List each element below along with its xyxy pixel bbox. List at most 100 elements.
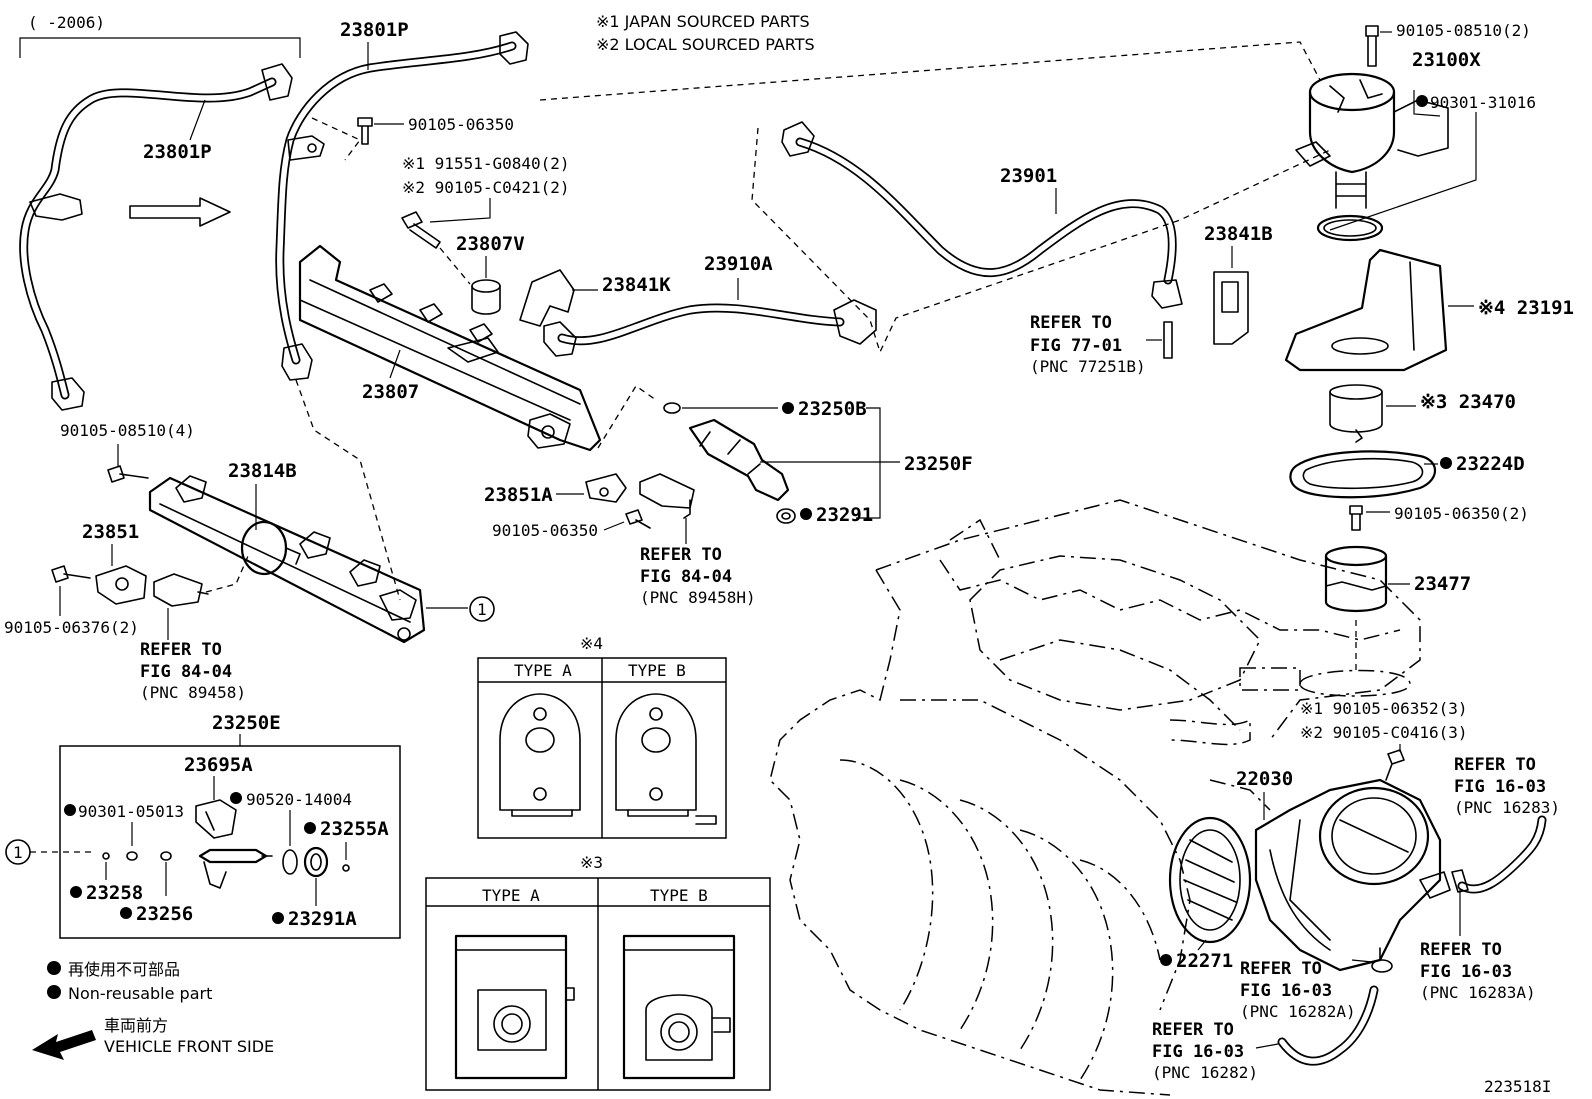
label-23851: 23851 <box>82 521 139 543</box>
bolt-91551-icon <box>401 211 441 249</box>
label-90105-06350-b: 90105-06350 <box>492 521 598 540</box>
leader-91551 <box>429 198 491 223</box>
clip-23695A <box>195 799 237 839</box>
o-ring-icon <box>1316 214 1384 242</box>
gasket-23224D <box>1289 450 1437 499</box>
leader-90105-06350-b <box>603 521 625 531</box>
period-label: ( -2006) <box>28 13 105 32</box>
hose-23910A <box>543 299 877 357</box>
lifter-typeB <box>622 934 736 1080</box>
dash-injector <box>597 385 657 449</box>
ref-77-01-line3: (PNC 77251B) <box>1030 357 1146 376</box>
label-23255A: 23255A <box>320 818 389 840</box>
label-23910A: 23910A <box>704 253 773 275</box>
ref-16-03-c-line3: (PNC 16282A) <box>1240 1002 1356 1021</box>
clamp-23841K <box>519 269 575 327</box>
illustration-id: 223518I <box>1484 1077 1551 1096</box>
fuel-pump-23100X <box>1295 72 1449 209</box>
label-90301-31016: 90301-31016 <box>1430 93 1536 112</box>
note-japan-sourced: ※1 JAPAN SOURCED PARTS <box>596 12 810 31</box>
label-90105-06350-a: 90105-06350 <box>408 115 514 134</box>
label-90520-14004: 90520-14004 <box>246 790 352 809</box>
bolt-08510-4-icon <box>107 465 149 483</box>
oring-23250B <box>663 402 681 414</box>
hose-clamp-icon <box>1371 947 1393 973</box>
label-23470: ※3 23470 <box>1420 391 1516 413</box>
bolt-throttle-icon <box>1385 749 1405 781</box>
label-22271: 22271 <box>1176 950 1233 972</box>
label-90105-06350-2: 90105-06350(2) <box>1394 504 1529 523</box>
type3-typeB: TYPE B <box>650 886 708 905</box>
bolt-06376-icon <box>51 565 91 583</box>
ref-16-03-d-line3: (PNC 16282) <box>1152 1063 1258 1082</box>
fuel-pipe-new <box>275 31 529 381</box>
legend-nonreusable-jp: 再使用不可部品 <box>68 960 180 979</box>
label-90105-08510-2: 90105-08510(2) <box>1396 21 1531 40</box>
dash-pipe-to-pump <box>539 41 1321 101</box>
fuel-rail-23814B <box>148 475 426 644</box>
housing-23477 <box>1324 545 1388 613</box>
bracket-23191 <box>1284 248 1448 372</box>
label-23291A: 23291A <box>288 908 357 930</box>
nonreusable-dot <box>64 804 76 816</box>
label-90105-06352: ※1 90105-06352(3) <box>1300 699 1468 718</box>
label-91551-G0840: ※1 91551-G0840(2) <box>402 154 570 173</box>
bolt-icon <box>357 117 373 145</box>
label-23250B: 23250B <box>798 398 867 420</box>
leader-90301-31016 <box>1329 90 1477 231</box>
ref-16-03-a-line2: FIG 16-03 <box>1454 777 1546 797</box>
bolt-pump-icon <box>1365 25 1379 67</box>
nonreusable-dot <box>782 402 794 414</box>
label-23191: ※4 23191 <box>1478 297 1574 319</box>
label-90105-C0421: ※2 90105-C0421(2) <box>402 178 570 197</box>
leader-23801P-old <box>189 99 206 141</box>
arrow-right-icon <box>129 197 231 227</box>
label-90105-C0416: ※2 90105-C0416(3) <box>1300 723 1468 742</box>
type4-typeA: TYPE A <box>514 661 572 680</box>
dash-sensor-old <box>205 555 249 593</box>
legend-front-jp: 車両前方 <box>104 1016 168 1035</box>
ref-16-03-a-line1: REFER TO <box>1454 755 1536 775</box>
sensor-old-icon <box>153 573 209 607</box>
nonreusable-dot <box>1160 954 1172 966</box>
label-23258: 23258 <box>86 882 143 904</box>
hose-16282 <box>1277 985 1379 1066</box>
leader-22271 <box>1197 939 1207 951</box>
nonreusable-dot <box>120 907 132 919</box>
dash-rail <box>295 379 401 601</box>
ref-16-03-c-line2: FIG 16-03 <box>1240 981 1332 1001</box>
label-23250F: 23250F <box>904 453 973 475</box>
ref-16-03-a-line3: (PNC 16283) <box>1454 798 1560 817</box>
ref-84-04-a-line2: FIG 84-04 <box>640 567 732 587</box>
injector-23250F <box>688 418 790 502</box>
ref-84-04-b-line2: FIG 84-04 <box>140 662 232 682</box>
label-23100X: 23100X <box>1412 49 1481 71</box>
label-23695A: 23695A <box>184 754 253 776</box>
period-bracket: ( -2006) <box>19 13 301 58</box>
clamp-23841B <box>1213 271 1249 345</box>
sensor-icon <box>639 473 695 519</box>
bolt-06350-b-icon <box>625 509 651 529</box>
ref-84-04-b-line1: REFER TO <box>140 640 222 660</box>
engine-outline <box>769 499 1421 1096</box>
nonreusable-dot <box>230 792 242 804</box>
label-23807: 23807 <box>362 381 419 403</box>
label-23801P-new: 23801P <box>340 19 409 41</box>
injector-kit-parts <box>102 846 350 889</box>
dash-23801P <box>311 117 362 161</box>
nonreusable-dot <box>304 822 316 834</box>
hose-23901 <box>781 121 1183 309</box>
label-23901: 23901 <box>1000 165 1057 187</box>
hose-16283 <box>1451 815 1547 894</box>
dash-23807V <box>439 247 471 285</box>
label-23224D: 23224D <box>1456 453 1525 475</box>
label-90105-06376: 90105-06376(2) <box>4 618 139 637</box>
type3-mark: ※3 <box>580 853 603 872</box>
ref-16-03-b-line2: FIG 16-03 <box>1420 962 1512 982</box>
leader-23250F <box>760 407 900 519</box>
ref-84-04-a-line1: REFER TO <box>640 545 722 565</box>
ref-16-03-c-line1: REFER TO <box>1240 959 1322 979</box>
seal-23291 <box>776 508 796 524</box>
nonreusable-dot <box>1440 457 1452 469</box>
lifter-typeA <box>454 934 575 1080</box>
